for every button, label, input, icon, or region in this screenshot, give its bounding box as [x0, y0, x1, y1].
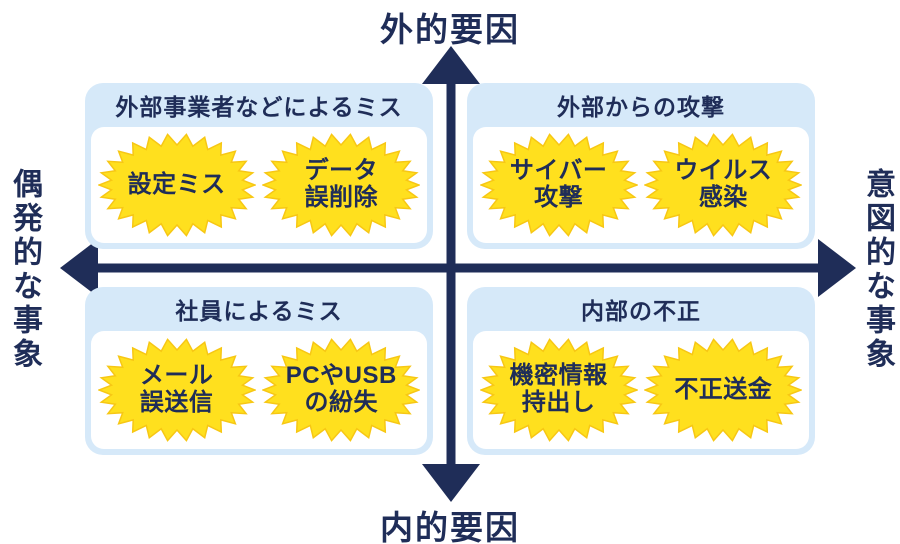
starburst-label-line: 攻撃	[534, 184, 584, 211]
quadrant-card-bottom-left: 社員によるミス メール 誤送信 PCやUSB の紛失	[85, 287, 433, 455]
starburst-label-line: 誤削除	[304, 184, 379, 211]
starburst-label: メール 誤送信	[139, 362, 214, 417]
starburst-badge: 不正送金	[644, 338, 803, 442]
quadrant-card-top-right: 外部からの攻撃 サイバー 攻撃 ウイルス 感染	[467, 83, 815, 249]
arrow-up-icon	[422, 46, 480, 84]
quadrant-title: 外部からの攻撃	[557, 94, 725, 120]
starburst-badge: PCやUSB の紛失	[262, 338, 421, 442]
starburst-label: 設定ミス	[127, 170, 226, 199]
starburst-icon	[97, 133, 256, 237]
arrow-right-icon	[818, 239, 856, 297]
starburst-label: PCやUSB の紛失	[285, 362, 397, 417]
starburst-badge: サイバー 攻撃	[479, 133, 638, 237]
starburst-label: サイバー 攻撃	[509, 157, 608, 212]
axis-label-left: 偶発的な事象	[8, 168, 41, 372]
starburst-label: ウイルス 感染	[674, 157, 773, 212]
starburst-badge: ウイルス 感染	[644, 133, 803, 237]
axis-label-right: 意図的な事象	[861, 168, 894, 372]
starburst-label: 不正送金	[674, 375, 773, 404]
starburst-icon	[479, 133, 638, 237]
starburst-label: データ 誤削除	[304, 157, 379, 212]
quadrant-title: 外部事業者などによるミス	[115, 94, 403, 120]
starburst-label-line: サイバー	[509, 157, 608, 185]
starburst-badge: 設定ミス	[97, 133, 256, 237]
axis-label-top: 外的要因	[380, 11, 520, 48]
starburst-label-line: 機密情報	[509, 362, 608, 390]
quadrant-body: 機密情報 持出し 不正送金	[473, 331, 809, 449]
quadrant-body: メール 誤送信 PCやUSB の紛失	[91, 331, 427, 449]
starburst-label-line: 設定ミス	[127, 170, 226, 198]
starburst-icon	[644, 133, 803, 237]
quadrant-card-bottom-right: 内部の不正 機密情報 持出し 不正送金	[467, 287, 815, 455]
starburst-label-line: 持出し	[521, 389, 596, 416]
arrow-down-icon	[422, 464, 480, 502]
starburst-icon	[644, 338, 803, 442]
starburst-icon	[262, 338, 421, 442]
starburst-label: 機密情報 持出し	[509, 362, 608, 417]
starburst-label-line: 誤送信	[139, 389, 214, 416]
starburst-label-line: データ	[304, 157, 379, 185]
starburst-label-line: 感染	[698, 184, 748, 211]
starburst-label-line: メール	[139, 362, 214, 390]
quadrant-title: 社員によるミス	[175, 298, 343, 324]
starburst-label-line: の紛失	[304, 389, 379, 416]
starburst-label-line: 不正送金	[674, 375, 773, 403]
starburst-icon	[262, 133, 421, 237]
quadrant-card-top-left: 外部事業者などによるミス 設定ミス データ 誤削除	[85, 83, 433, 249]
starburst-icon	[97, 338, 256, 442]
starburst-label-line: ウイルス	[674, 157, 773, 185]
quadrant-body: サイバー 攻撃 ウイルス 感染	[473, 127, 809, 243]
axis-label-bottom: 内的要因	[380, 509, 520, 544]
starburst-icon	[479, 338, 638, 442]
quadrant-title: 内部の不正	[581, 298, 701, 324]
starburst-badge: データ 誤削除	[262, 133, 421, 237]
quadrant-body: 設定ミス データ 誤削除	[91, 127, 427, 243]
starburst-badge: 機密情報 持出し	[479, 338, 638, 442]
starburst-label-line: PCやUSB	[285, 362, 397, 390]
starburst-badge: メール 誤送信	[97, 338, 256, 442]
